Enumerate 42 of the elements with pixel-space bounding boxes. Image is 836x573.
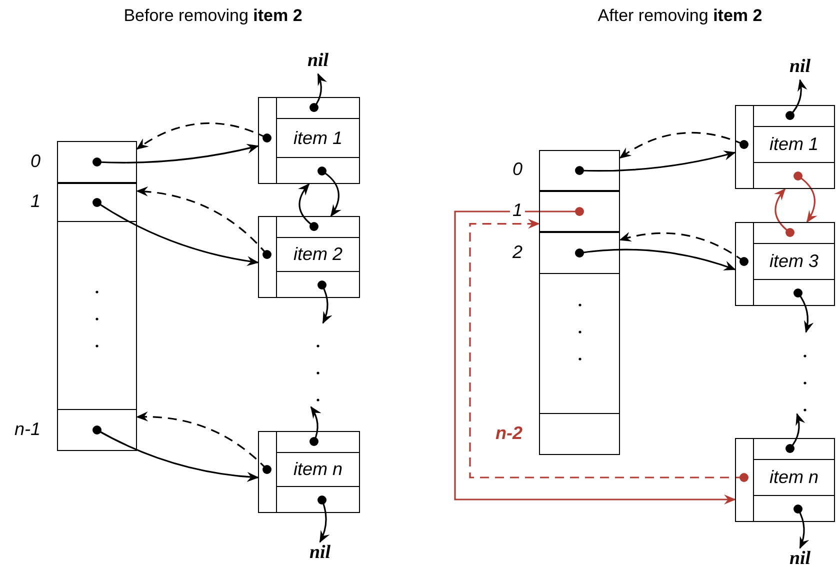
pointer-arrow [318,166,342,217]
pointer-arrow [774,188,794,237]
pointer-arrow [619,232,748,266]
pointer-arrow [136,122,272,150]
pointer-arrow [92,144,259,166]
pointer-arrow [318,280,332,324]
pointer-arrow [794,172,818,223]
item-label: item n [769,467,819,488]
nil-label: nil [784,56,816,80]
pointer-arrow [310,406,322,446]
pointer-arrow [454,207,736,504]
pointer-arrow [786,413,805,453]
item-label: item 2 [293,244,343,265]
list-node [735,105,835,189]
pointer-arrow [575,150,736,175]
list-node [258,431,360,513]
item-label: item 1 [769,134,819,155]
list-node [735,222,835,306]
pointer-arrow [794,288,814,333]
panel-title: After removing item 2 [598,6,762,26]
nil-label: nil [304,542,336,566]
item-label: item 3 [769,251,819,272]
pointer-arrow [298,183,318,231]
item-label: item 1 [293,128,343,148]
pointer-arrow [92,198,259,266]
pointer-arrow [469,218,748,482]
pointer-arrow [619,132,748,159]
item-label: item n [293,459,343,480]
nil-label: nil [302,50,334,74]
list-node [258,216,360,298]
pointer-arrow [318,496,330,543]
pointer-arrow [786,79,807,120]
list-node [735,438,835,522]
pointer-arrow [92,426,259,482]
pointer-arrow [794,504,809,549]
nil-label: nil [784,548,816,572]
pointer-arrow [575,248,736,271]
panel-title: Before removing item 2 [124,6,302,26]
pointer-arrow [136,186,272,259]
pointer-arrow [136,412,272,474]
pointer-arrow [310,73,327,112]
list-node [258,97,360,184]
